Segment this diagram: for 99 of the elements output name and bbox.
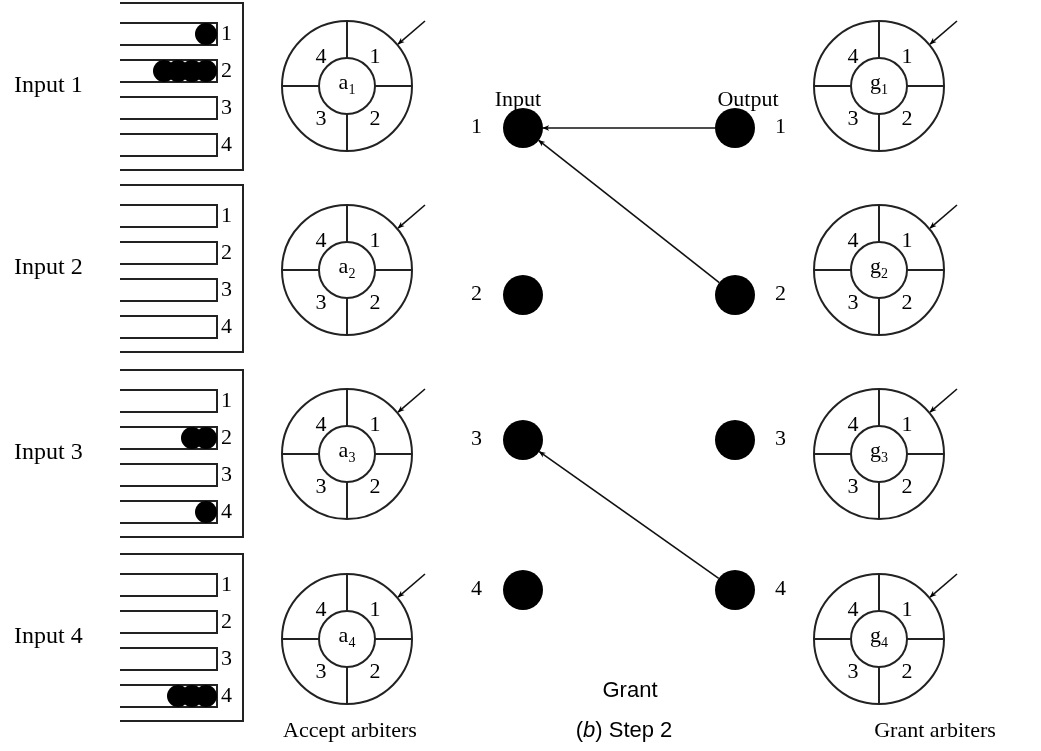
arrow <box>538 450 720 580</box>
sector-number: 2 <box>369 106 381 130</box>
input-label: Input 3 <box>14 437 83 465</box>
arrow <box>929 20 958 45</box>
arbiter-wheel <box>813 388 945 520</box>
sector-number: 2 <box>901 474 913 498</box>
sector-number: 3 <box>315 106 327 130</box>
port-dot <box>503 420 543 460</box>
arbiter-name: a$_{2}$ <box>338 253 356 284</box>
port-dot <box>503 570 543 610</box>
arrow <box>929 573 958 598</box>
sector-number: 3 <box>847 106 859 130</box>
arrow <box>542 125 716 131</box>
sector-number: 3 <box>847 290 859 314</box>
arrow <box>929 204 958 229</box>
sector-number: 2 <box>901 106 913 130</box>
sector-number: 4 <box>315 412 327 436</box>
queue-number: 4 <box>221 314 232 338</box>
sector-number: 3 <box>847 659 859 683</box>
input-label: Input 2 <box>14 252 83 280</box>
input-label: Input 4 <box>14 621 83 649</box>
sector-number: 4 <box>847 228 859 252</box>
queue-number: 1 <box>221 21 232 45</box>
arbiter-wheel <box>281 20 413 152</box>
sector-number: 1 <box>369 412 381 436</box>
queue-number: 4 <box>221 499 232 523</box>
caption-label: (b) Step 2 <box>575 717 673 743</box>
arbiter-wheel <box>813 20 945 152</box>
arbiter-wheel <box>281 388 413 520</box>
sector-number: 1 <box>901 597 913 621</box>
sector-number: 2 <box>369 290 381 314</box>
arbiter-name: a$_{1}$ <box>338 69 356 100</box>
port-number: 2 <box>775 281 786 305</box>
caption-label: Grant arbiters <box>874 717 996 743</box>
queue-number: 2 <box>221 609 232 633</box>
sector-number: 2 <box>369 474 381 498</box>
caption-label: Grant <box>602 677 658 703</box>
queue-number: 4 <box>221 132 232 156</box>
port-dot <box>503 275 543 315</box>
port-dot <box>715 420 755 460</box>
queue-number: 1 <box>221 203 232 227</box>
port-number: 2 <box>471 281 482 305</box>
port-number: 4 <box>775 576 786 600</box>
sector-number: 4 <box>315 228 327 252</box>
sector-number: 1 <box>901 44 913 68</box>
arbiter-name: a$_{3}$ <box>338 437 356 468</box>
sector-number: 1 <box>901 228 913 252</box>
sector-number: 3 <box>847 474 859 498</box>
arrow <box>397 573 426 598</box>
arbiter-wheel <box>813 573 945 705</box>
sector-number: 4 <box>847 44 859 68</box>
sector-number: 4 <box>315 44 327 68</box>
arbiter-name: a$_{4}$ <box>338 622 356 653</box>
port-number: 1 <box>775 114 786 138</box>
port-number: 4 <box>471 576 482 600</box>
caption-label: Accept arbiters <box>283 717 417 743</box>
sector-number: 4 <box>315 597 327 621</box>
sector-number: 3 <box>315 659 327 683</box>
port-dot <box>715 570 755 610</box>
caption-label: Input <box>494 86 542 112</box>
sector-number: 3 <box>315 474 327 498</box>
sector-number: 2 <box>901 659 913 683</box>
port-number: 3 <box>471 426 482 450</box>
arbiter-wheel <box>281 573 413 705</box>
arbiter-name: g$_{2}$ <box>870 253 888 284</box>
arbiter-wheel <box>281 204 413 336</box>
queue-number: 3 <box>221 95 232 119</box>
sector-number: 1 <box>901 412 913 436</box>
port-dot <box>715 275 755 315</box>
sector-number: 3 <box>315 290 327 314</box>
input-label: Input 1 <box>14 70 83 98</box>
arbiter-wheel <box>813 204 945 336</box>
port-number: 1 <box>471 114 482 138</box>
queue-number: 4 <box>221 683 232 707</box>
queue-number: 1 <box>221 388 232 412</box>
arrow <box>929 388 958 413</box>
caption-label: Output <box>717 86 779 112</box>
sector-number: 4 <box>847 412 859 436</box>
queue-number: 2 <box>221 240 232 264</box>
arrow <box>397 204 426 229</box>
arbiter-name: g$_{3}$ <box>870 437 888 468</box>
queue-number: 2 <box>221 58 232 82</box>
sector-number: 4 <box>847 597 859 621</box>
sector-number: 2 <box>369 659 381 683</box>
queue-number: 3 <box>221 646 232 670</box>
arbiter-name: g$_{4}$ <box>870 622 888 653</box>
sector-number: 1 <box>369 228 381 252</box>
arrow <box>537 139 721 284</box>
arrow <box>397 20 426 45</box>
queue-number: 3 <box>221 462 232 486</box>
arbiter-name: g$_{1}$ <box>870 69 888 100</box>
sector-number: 1 <box>369 44 381 68</box>
queue-number: 2 <box>221 425 232 449</box>
queue-number: 1 <box>221 572 232 596</box>
arrow <box>397 388 426 413</box>
sector-number: 1 <box>369 597 381 621</box>
queue-number: 3 <box>221 277 232 301</box>
port-number: 3 <box>775 426 786 450</box>
sector-number: 2 <box>901 290 913 314</box>
